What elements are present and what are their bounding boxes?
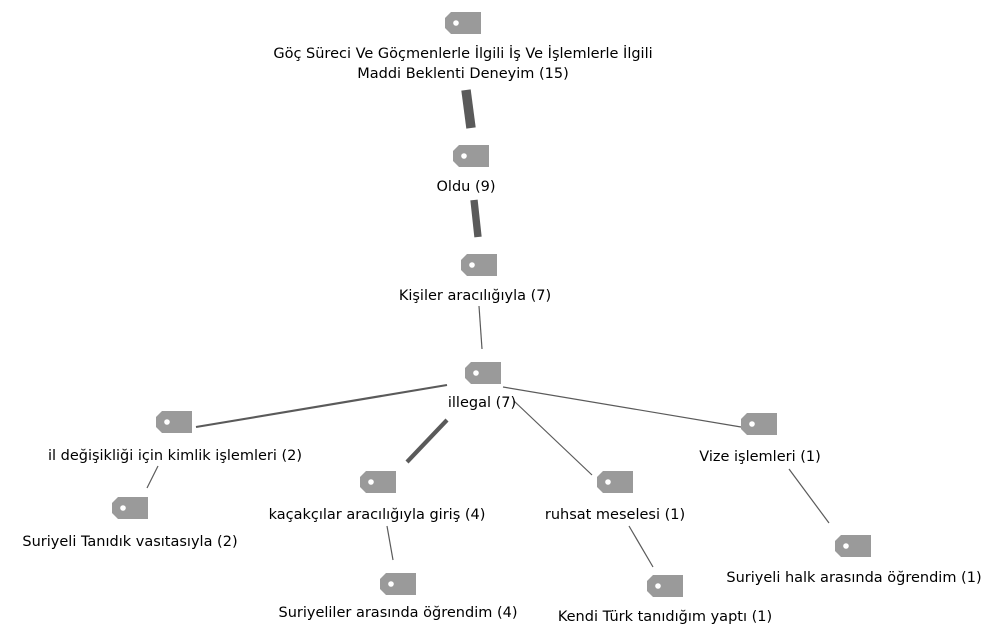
code-tag-icon bbox=[360, 471, 396, 493]
code-tag-icon bbox=[156, 411, 192, 433]
node-label: Göç Süreci Ve Göçmenlerle İlgili İş Ve İ… bbox=[273, 46, 653, 62]
node-label: Kendi Türk tanıdığım yaptı (1) bbox=[557, 609, 773, 625]
node-label: Kişiler aracılığıyla (7) bbox=[398, 288, 552, 304]
edge-n1-n2 bbox=[461, 89, 476, 129]
edge-n4-n5 bbox=[195, 383, 448, 429]
node-label: Suriyeli halk arasında öğrendim (1) bbox=[726, 570, 982, 586]
edge-n11-n12 bbox=[788, 468, 830, 524]
code-tag-icon bbox=[380, 573, 416, 595]
edge-n2-n3 bbox=[470, 199, 482, 238]
edge-n3-n4 bbox=[478, 305, 483, 350]
node-label: ruhsat meselesi (1) bbox=[544, 507, 686, 523]
node-label: Suriyeliler arasında öğrendim (4) bbox=[278, 605, 518, 621]
code-tag-icon bbox=[835, 535, 871, 557]
code-tag-icon bbox=[461, 254, 497, 276]
code-tag-icon bbox=[741, 413, 777, 435]
edge-n5-n6 bbox=[146, 465, 159, 489]
node-label: Vize işlemleri (1) bbox=[699, 449, 821, 465]
node-label: Oldu (9) bbox=[436, 179, 496, 195]
edge-n7-n8 bbox=[386, 525, 394, 561]
edge-n9-n10 bbox=[628, 525, 654, 568]
node-label: il değişikliği için kimlik işlemleri (2) bbox=[47, 448, 303, 464]
code-tag-icon bbox=[112, 497, 148, 519]
code-tag-icon bbox=[465, 362, 501, 384]
edge-n4-n7 bbox=[405, 418, 449, 464]
node-label: illegal (7) bbox=[447, 395, 517, 411]
node-label: Suriyeli Tanıdık vasıtasıyla (2) bbox=[22, 534, 238, 550]
edge-n4-n9 bbox=[513, 400, 593, 476]
code-tag-icon bbox=[445, 12, 481, 34]
edge-n4-n11 bbox=[502, 386, 742, 428]
node-label: kaçakçılar aracılığıyla giriş (4) bbox=[268, 507, 486, 523]
node-label: Maddi Beklenti Deneyim (15) bbox=[357, 66, 569, 82]
code-tag-icon bbox=[453, 145, 489, 167]
code-tag-icon bbox=[597, 471, 633, 493]
code-tag-icon bbox=[647, 575, 683, 597]
